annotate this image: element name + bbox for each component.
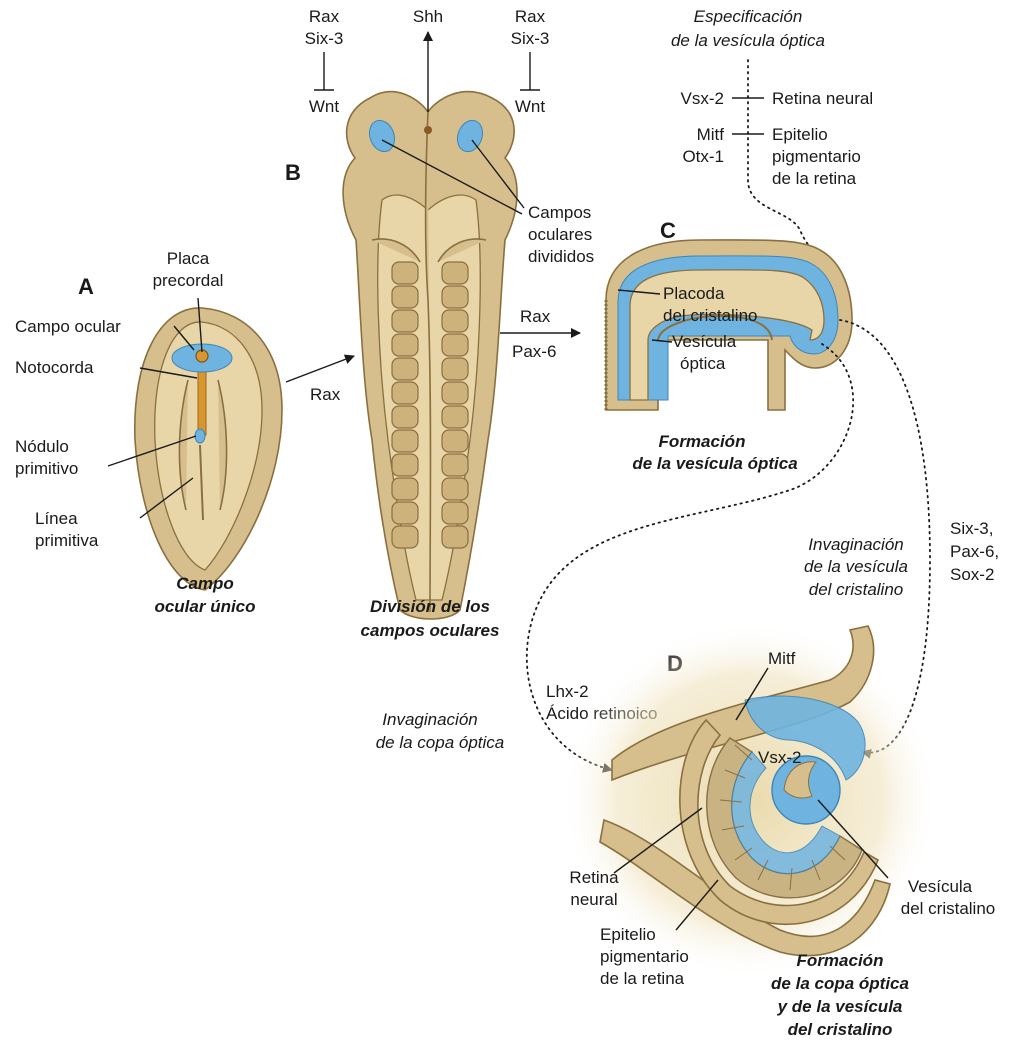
label-right-rax: Rax [515,7,546,26]
panel-d: D Mitf Vsx-2 Retina neural Epitelio pigm… [560,620,995,1039]
arrow-a-to-b: Rax [286,356,354,404]
arrow-b-to-c-label-1: Rax [520,307,551,326]
somite-block [442,358,468,380]
label-linea: Línea [35,509,78,528]
panel-b-letter: B [285,160,301,185]
arrow-b-to-c: Rax Pax-6 [500,307,580,361]
cup-inv-title-1: Invaginación [382,710,477,729]
d-label-vesicula: Vesícula [908,877,973,896]
label-right-six3: Six-3 [511,29,550,48]
label-divididos: divididos [528,247,594,266]
somite-block [392,526,418,548]
d-label-mitf: Mitf [768,649,796,668]
somite-block [392,286,418,308]
caption-d-4: del cristalino [788,1020,893,1039]
somite-block [442,310,468,332]
label-notocorda: Notocorda [15,358,94,377]
somite-block [392,502,418,524]
label-shh: Shh [413,7,443,26]
somite-block [392,478,418,500]
somite-block [442,478,468,500]
somite-block [442,502,468,524]
d-label-cristalino: del cristalino [901,899,996,918]
spec-otx1: Otx-1 [682,147,724,166]
label-placa: Placa [167,249,210,268]
d-label-retina: Retina [569,868,619,887]
somite-block [442,526,468,548]
d-label-epi-1: Epitelio [600,925,656,944]
label-left-six3: Six-3 [305,29,344,48]
somite-block [442,262,468,284]
somite-block [392,334,418,356]
label-nodulo: Nódulo [15,437,69,456]
spec-epi-3: de la retina [772,169,857,188]
spec-mitf: Mitf [697,125,725,144]
lens-inv-title-3: del cristalino [809,580,904,599]
label-del-cristalino: del cristalino [663,306,758,325]
neural-plate [343,92,517,619]
spec-epi-2: pigmentario [772,147,861,166]
arrow-a-to-b-label: Rax [310,385,341,404]
spec-title-1: Especificación [694,7,803,26]
lens-inv-title-1: Invaginación [808,535,903,554]
somite-block [392,454,418,476]
label-primitiva: primitiva [35,531,99,550]
caption-d-2: de la copa óptica [771,974,909,993]
panel-a-letter: A [78,274,94,299]
somite-block [392,310,418,332]
somite-block [442,406,468,428]
somite-block [392,406,418,428]
label-primitivo: primitivo [15,459,78,478]
somite-block [442,286,468,308]
somite-block [442,334,468,356]
spec-title-2: de la vesícula óptica [671,31,825,50]
d-label-epi-2: pigmentario [600,947,689,966]
d-label-epi-3: de la retina [600,969,685,988]
somite-block [442,430,468,452]
lens-inv-title-2: de la vesícula [804,557,908,576]
caption-a-2: ocular único [154,597,255,616]
somite-block [392,382,418,404]
caption-b-2: campos oculares [361,621,500,640]
label-campo-ocular: Campo ocular [15,317,121,336]
cup-inv-factor-1: Lhx-2 [546,682,589,701]
somite-block [442,454,468,476]
label-campos: Campos [528,203,591,222]
lens-inv-factor-2: Pax-6, [950,542,999,561]
label-precordal: precordal [153,271,224,290]
caption-d-1: Formación [797,951,884,970]
d-label-neural: neural [570,890,617,909]
caption-a-1: Campo [176,574,234,593]
label-right-wnt: Wnt [515,97,546,116]
panel-c: C Placoda del cristalino Vesícula óptica… [606,218,852,473]
label-left-rax: Rax [309,7,340,26]
label-left-wnt: Wnt [309,97,340,116]
label-placoda: Placoda [663,284,725,303]
cup-inv-title-2: de la copa óptica [376,733,505,752]
somite-block [392,430,418,452]
somite-block [392,358,418,380]
d-label-vsx2: Vsx-2 [758,748,801,767]
somite-block [392,262,418,284]
lens-inv-factor-1: Six-3, [950,519,993,538]
label-vesicula: Vesícula [672,332,737,351]
spec-vsx2: Vsx-2 [681,89,724,108]
caption-c-2: de la vesícula óptica [632,454,797,473]
panel-c-letter: C [660,218,676,243]
primitive-node-blue [195,429,205,443]
lens-inv-factor-3: Sox-2 [950,565,994,584]
somite-block [442,382,468,404]
caption-d-3: y de la vesícula [777,997,903,1016]
caption-c-1: Formación [659,432,746,451]
caption-b-1: División de los [370,597,490,616]
spec-retina-neural: Retina neural [772,89,873,108]
label-oculares: oculares [528,225,592,244]
spec-epi-1: Epitelio [772,125,828,144]
label-optica: óptica [680,354,726,373]
panel-a: A Placa precordal Campo ocular Notocorda… [15,249,282,616]
arrow-b-to-c-label-2: Pax-6 [512,342,556,361]
